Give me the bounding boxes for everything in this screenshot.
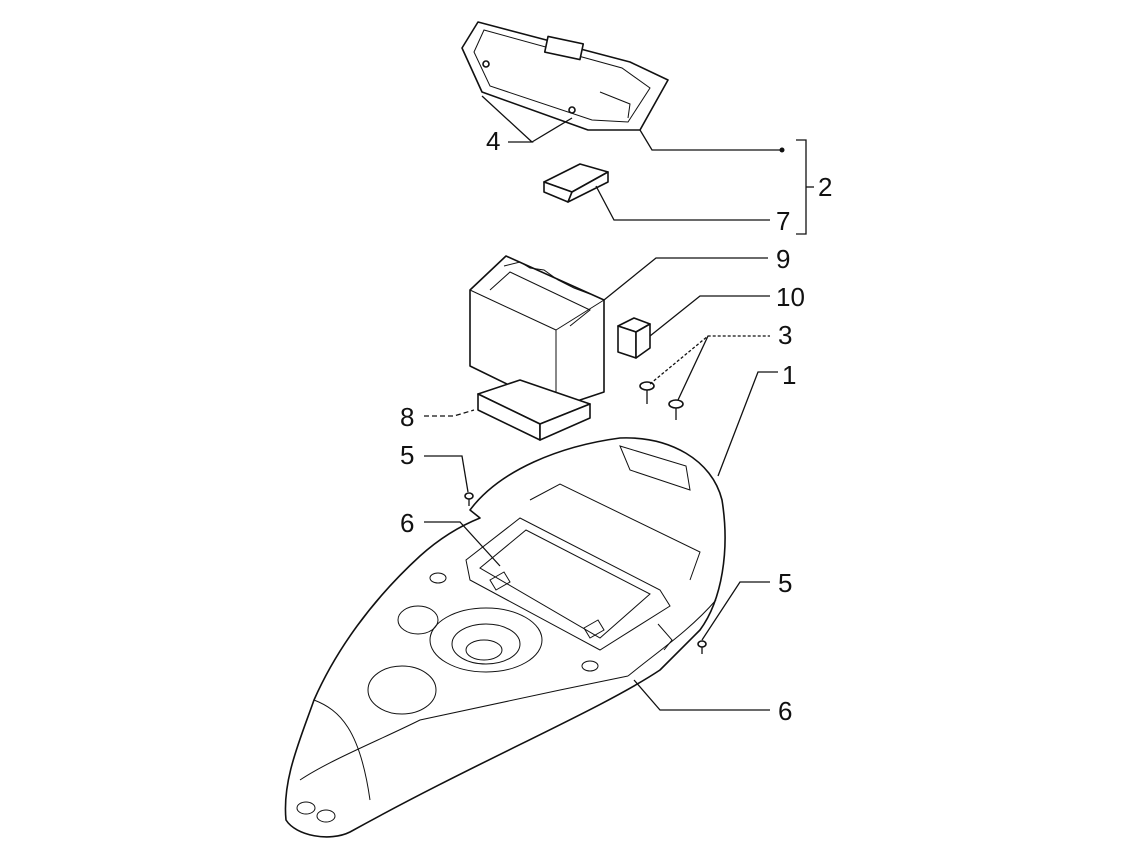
screws-part-3	[639, 381, 684, 420]
callout-6-right: 6	[778, 696, 792, 726]
callout-1: 1	[782, 360, 796, 390]
callout-3: 3	[778, 320, 792, 350]
callout-8: 8	[400, 402, 414, 432]
callout-2: 2	[818, 172, 832, 202]
callout-labels: 1 2 3 4 5 5 6 6 7 8 9 10	[400, 126, 832, 726]
callout-6-left: 6	[400, 508, 414, 538]
battery-cover	[461, 21, 669, 131]
leader-lines	[424, 95, 814, 711]
callout-10: 10	[776, 282, 805, 312]
relay	[617, 317, 651, 359]
screws-part-5	[464, 492, 707, 654]
callout-5-left: 5	[400, 440, 414, 470]
battery-pad	[477, 379, 591, 441]
underseat-body	[284, 437, 726, 838]
callout-9: 9	[776, 244, 790, 274]
callout-4: 4	[486, 126, 500, 156]
battery	[469, 255, 605, 409]
callout-7: 7	[776, 206, 790, 236]
callout-5-right: 5	[778, 568, 792, 598]
pad-part-7	[543, 163, 609, 203]
